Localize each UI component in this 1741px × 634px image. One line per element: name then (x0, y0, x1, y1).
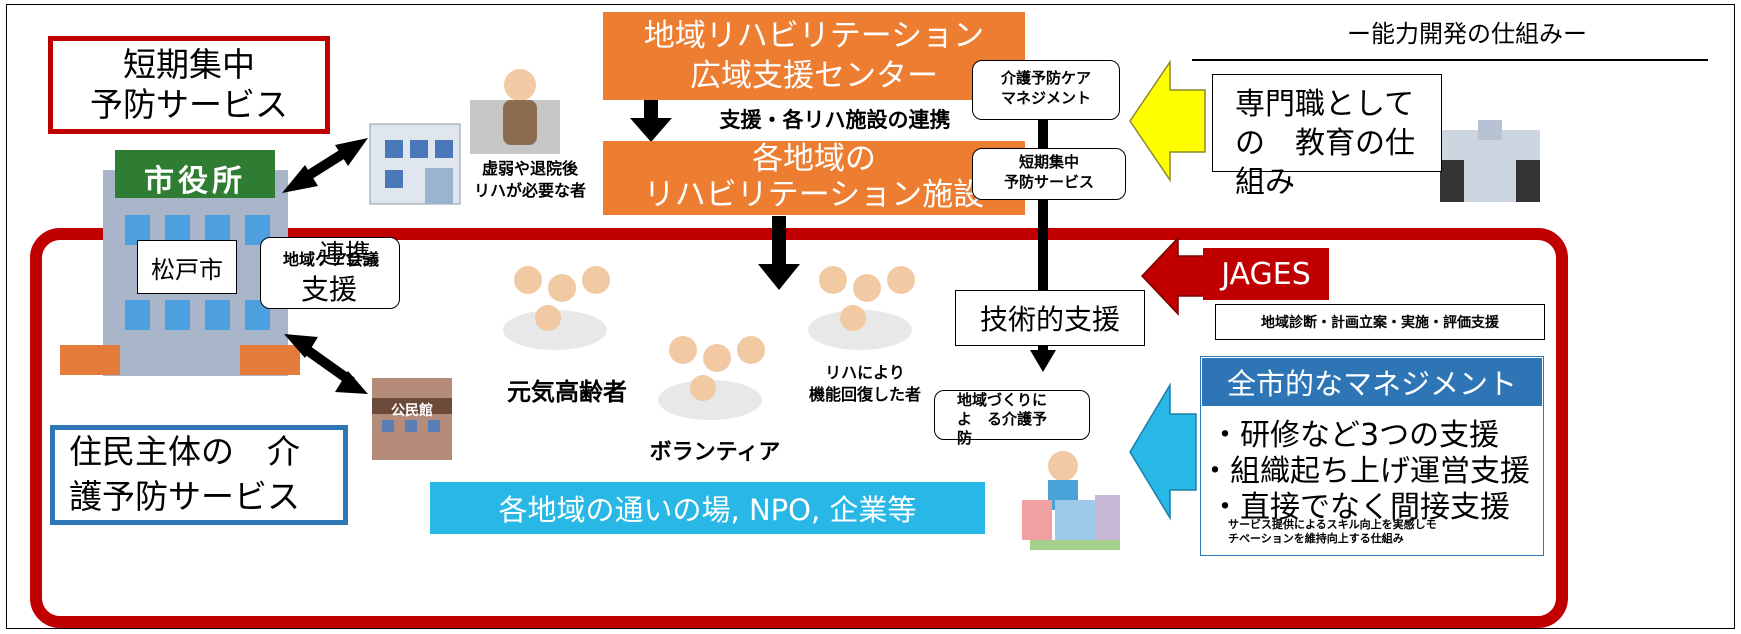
down-arrow-2 (758, 216, 800, 290)
technical-support-box: 技術的支援 (955, 290, 1145, 346)
community-center-icon (372, 378, 452, 460)
red-arrow (1140, 236, 1206, 316)
wide-area-support-center: 地域リハビリテーション 広域支援センター (603, 12, 1025, 100)
coordination-label: 連携 (319, 240, 372, 270)
coordination-box: 連携 地域ケア会議 支援 (260, 237, 400, 309)
support-coordination-label: 支援・各リハ施設の連携 (719, 108, 951, 132)
healthy-elderly-label: 元気高齢者 (507, 378, 627, 406)
community-places-banner: 各地域の通いの場, NPO, 企業等 (430, 482, 985, 534)
community-prevention-box: 地域づくりに よ る介護予 防 (934, 390, 1090, 447)
capacity-development-heading: ー能力開発の仕組みー (1347, 20, 1587, 48)
recovered-group-icon (808, 266, 915, 350)
town-icon (1022, 451, 1120, 550)
outer-frame (6, 4, 1735, 629)
city-hospital-double-arrow (282, 138, 368, 193)
management-item-organization: ・組織起ち上げ運営支援 (1200, 454, 1530, 489)
short-service-box: 短期集中 予防サービス (972, 148, 1126, 200)
community-area-frame (30, 228, 1568, 628)
frail-person-label: 虚弱や退院後 リハが必要な者 (473, 159, 586, 201)
down-arrow-1 (630, 100, 672, 142)
management-note: サービス提供によるスキル向上を実感しモ チベーションを維持向上する仕組み (1228, 518, 1437, 546)
yellow-arrow (1129, 59, 1206, 183)
hospital-icon (369, 123, 461, 205)
education-box: 専門職として の 教育の仕 組み (1212, 74, 1442, 200)
support-label: 支援 (301, 273, 358, 306)
frail-elder-icon (470, 69, 560, 154)
care-meeting-label: 地域ケア会議 (282, 250, 379, 269)
volunteer-label: ボランティア (649, 440, 781, 465)
care-management-box: 介護予防ケア マネジメント (972, 60, 1120, 120)
management-item-training: ・研修など3つの支援 (1210, 418, 1500, 453)
school-icon (1440, 120, 1540, 202)
community-center-sign: 公民館 (391, 403, 433, 419)
management-item-indirect: ・直接でなく間接支援 (1210, 490, 1510, 525)
city-name-box: 松戸市 (137, 240, 237, 294)
volunteer-group-icon (658, 336, 765, 420)
elderly-group-icon (503, 266, 610, 350)
vertical-connector (1038, 82, 1048, 362)
resident-service-box: 住民主体の 介 護予防サービス (50, 425, 348, 525)
city-center-double-arrow (284, 334, 368, 394)
jages-box: JAGES (1203, 248, 1329, 300)
recovered-person-label: リハにより 機能回復した者 (808, 363, 921, 405)
short-term-service-box: 短期集中 予防サービス (48, 36, 330, 134)
jages-description: 地域診断・計画立案・実施・評価支援 (1215, 304, 1545, 340)
citywide-management-header: 全市的なマネジメント (1202, 358, 1542, 406)
city-hall-sign: 市役所 (144, 164, 246, 199)
blue-arrow (1129, 382, 1197, 521)
regional-rehab-facility: 各地域の リハビリテーション施設 (603, 141, 1025, 215)
down-arrow-3 (1030, 350, 1056, 372)
